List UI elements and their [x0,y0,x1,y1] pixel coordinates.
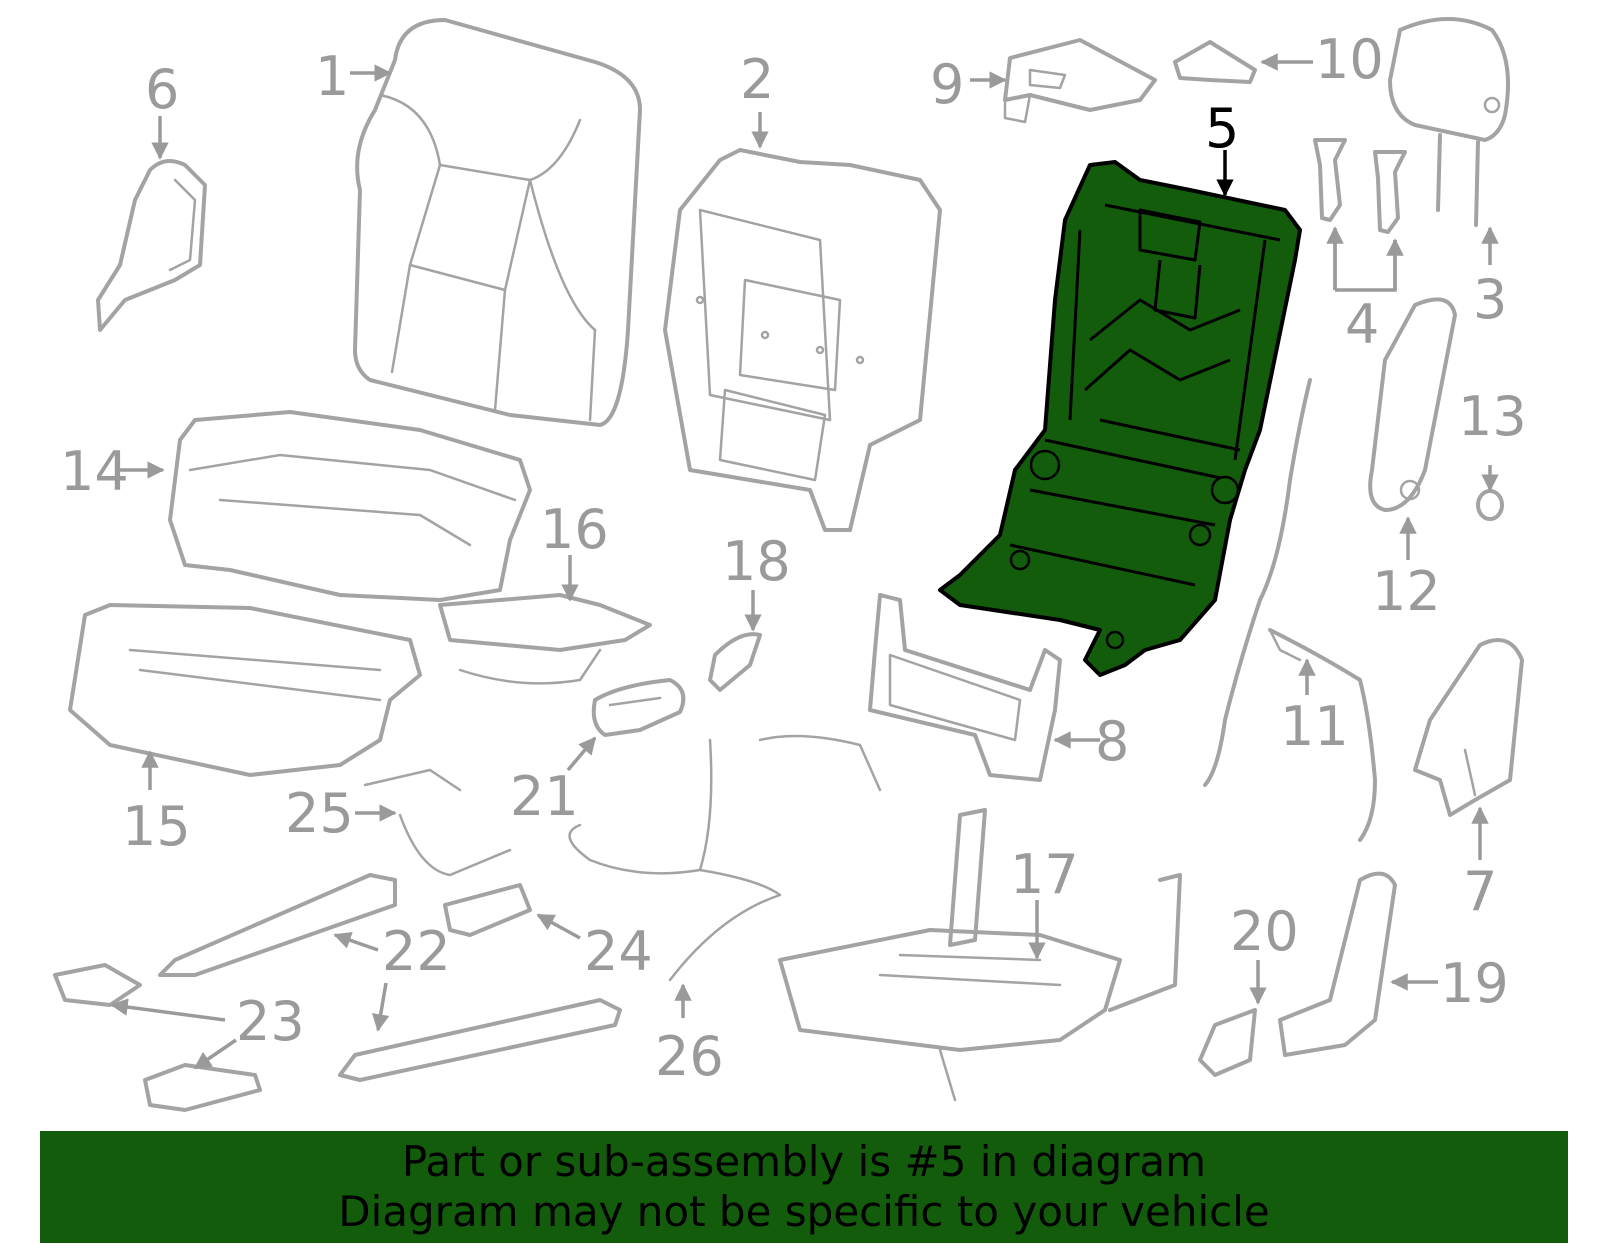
callout-10: 10 [1315,28,1384,91]
banner-line-1: Part or sub-assembly is #5 in diagram [401,1137,1207,1186]
callout-labels: 1 2 3 4 5 6 7 8 9 10 11 12 13 14 15 16 1… [60,28,1527,1088]
callout-19: 19 [1440,952,1509,1015]
part-13-cap[interactable] [1476,489,1504,521]
callout-22: 22 [382,920,451,983]
part-3-headrest[interactable] [1388,17,1511,227]
callout-5: 5 [1205,97,1239,160]
part-24-cover[interactable] [443,883,532,937]
part-10-clip[interactable] [1173,40,1257,84]
part-21-handle[interactable] [591,678,686,737]
callout-4: 4 [1345,293,1379,356]
callout-7: 7 [1463,860,1497,923]
part-14-cushion-cover[interactable] [168,410,532,602]
callout-25: 25 [285,782,354,845]
callout-24: 24 [584,920,653,983]
part-15-cushion-pad[interactable] [68,603,422,777]
part-26-cable[interactable] [568,734,882,982]
callout-11: 11 [1280,695,1349,758]
part-12-armrest[interactable] [1368,297,1457,512]
callout-16: 16 [540,498,609,561]
part-2-seatback-pad[interactable] [663,148,942,532]
part-8-lumbar[interactable] [868,593,1062,782]
callout-3: 3 [1473,268,1507,331]
callout-20: 20 [1230,900,1299,963]
part-4-headrest-guides[interactable] [1313,138,1407,234]
part-18-bracket[interactable] [708,632,762,692]
callout-15: 15 [122,795,191,858]
part-6-side-trim[interactable] [96,159,207,332]
part-25-harness[interactable] [363,768,512,877]
callout-6: 6 [145,58,179,121]
callout-9: 9 [930,53,964,116]
callout-21: 21 [510,765,579,828]
part-20-small-trim[interactable] [1198,1008,1257,1077]
part-11-cable[interactable] [1203,378,1377,842]
part-7-side-cover[interactable] [1413,638,1524,817]
callout-8: 8 [1095,710,1129,773]
callout-2: 2 [740,48,774,111]
info-banner: Part or sub-assembly is #5 in diagram Di… [40,1131,1568,1243]
part-17-seat-frame[interactable] [778,808,1182,1102]
part-5-seatback-frame[interactable] [938,160,1302,677]
callout-17: 17 [1010,843,1079,906]
callout-13: 13 [1458,385,1527,448]
callout-1: 1 [315,45,349,108]
callout-arrows [110,53,1499,1070]
callout-23: 23 [236,990,305,1053]
callout-18: 18 [722,530,791,593]
part-19-side-shield[interactable] [1278,871,1397,1057]
callout-14: 14 [60,440,129,503]
part-9-latch-cover[interactable] [1003,38,1157,124]
callout-12: 12 [1372,560,1441,623]
banner-line-2: Diagram may not be specific to your vehi… [338,1187,1270,1236]
callout-26: 26 [655,1025,724,1088]
part-22-seat-tracks[interactable] [158,873,622,1082]
part-1-seatback-cover[interactable] [353,18,642,427]
part-16-harness-tray[interactable] [438,593,652,685]
part-23-track-covers[interactable] [53,963,262,1112]
